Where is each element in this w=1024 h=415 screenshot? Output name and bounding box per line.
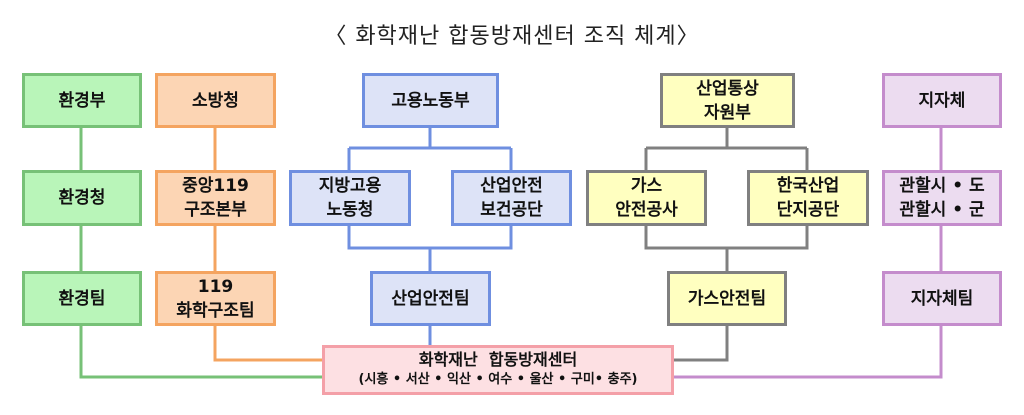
node-gas-safety-team: 가스안전팀	[667, 271, 787, 326]
node-local-team: 지자체팀	[882, 271, 1002, 326]
node-environment-office: 환경청	[22, 170, 142, 226]
node-local-government: 지자체	[882, 73, 1002, 128]
diagram-title: 〈 화학재난 합동방재센터 조직 체계〉	[324, 24, 700, 49]
node-label: 자원부	[704, 102, 751, 123]
node-label: 지방고용	[318, 176, 382, 196]
fire-connectors	[213, 127, 322, 362]
node-environment-team: 환경팀	[22, 271, 142, 326]
node-fire-agency: 소방청	[155, 73, 276, 128]
node-label: 단지공단	[776, 200, 840, 220]
node-label: 고용노동부	[391, 90, 470, 111]
node-label: 한국산업	[776, 176, 840, 196]
node-label: 소방청	[192, 90, 239, 111]
node-label: 가스안전팀	[687, 288, 767, 309]
node-label: 관할시 • 도	[899, 176, 985, 196]
node-label: 지자체	[918, 90, 966, 111]
node-label: 환경청	[58, 188, 106, 208]
node-label: 보건공단	[480, 200, 543, 220]
industry-connectors	[644, 127, 809, 362]
node-central-119-rescue: 중앙119 구조본부	[155, 170, 276, 226]
node-ministry-of-labor: 고용노동부	[362, 73, 499, 128]
node-label: 환경부	[58, 90, 106, 111]
environment-connectors	[79, 127, 322, 379]
node-joint-disaster-center: 화학재난 합동방재센터 (시흥 • 서산 • 익산 • 여수 • 울산 • 구미…	[322, 345, 674, 395]
node-label: 화학구조팀	[176, 300, 255, 321]
node-label: 노동청	[326, 200, 374, 220]
center-name: 화학재난 합동방재센터	[418, 350, 578, 369]
node-label: 중앙119	[182, 176, 249, 196]
node-label: 지자체팀	[910, 288, 974, 309]
node-label: 안전공사	[615, 200, 678, 220]
node-label: 119	[197, 276, 234, 297]
node-industrial-safety-team: 산업안전팀	[370, 271, 491, 326]
node-label: 관할시 • 군	[899, 200, 985, 220]
node-label: 산업안전	[480, 176, 543, 196]
node-119-chemical-rescue: 119 화학구조팀	[155, 271, 276, 326]
node-label: 가스	[630, 176, 663, 196]
node-label: 환경팀	[58, 288, 106, 309]
node-label: 산업통상	[696, 78, 759, 99]
node-label: 산업안전팀	[391, 288, 470, 309]
labor-connectors	[347, 127, 513, 345]
node-label: 구조본부	[184, 200, 247, 220]
local-connectors	[673, 127, 943, 379]
center-locations: (시흥 • 서산 • 익산 • 여수 • 울산 • 구미• 충주)	[358, 372, 638, 387]
node-ministry-of-environment: 환경부	[22, 73, 142, 128]
